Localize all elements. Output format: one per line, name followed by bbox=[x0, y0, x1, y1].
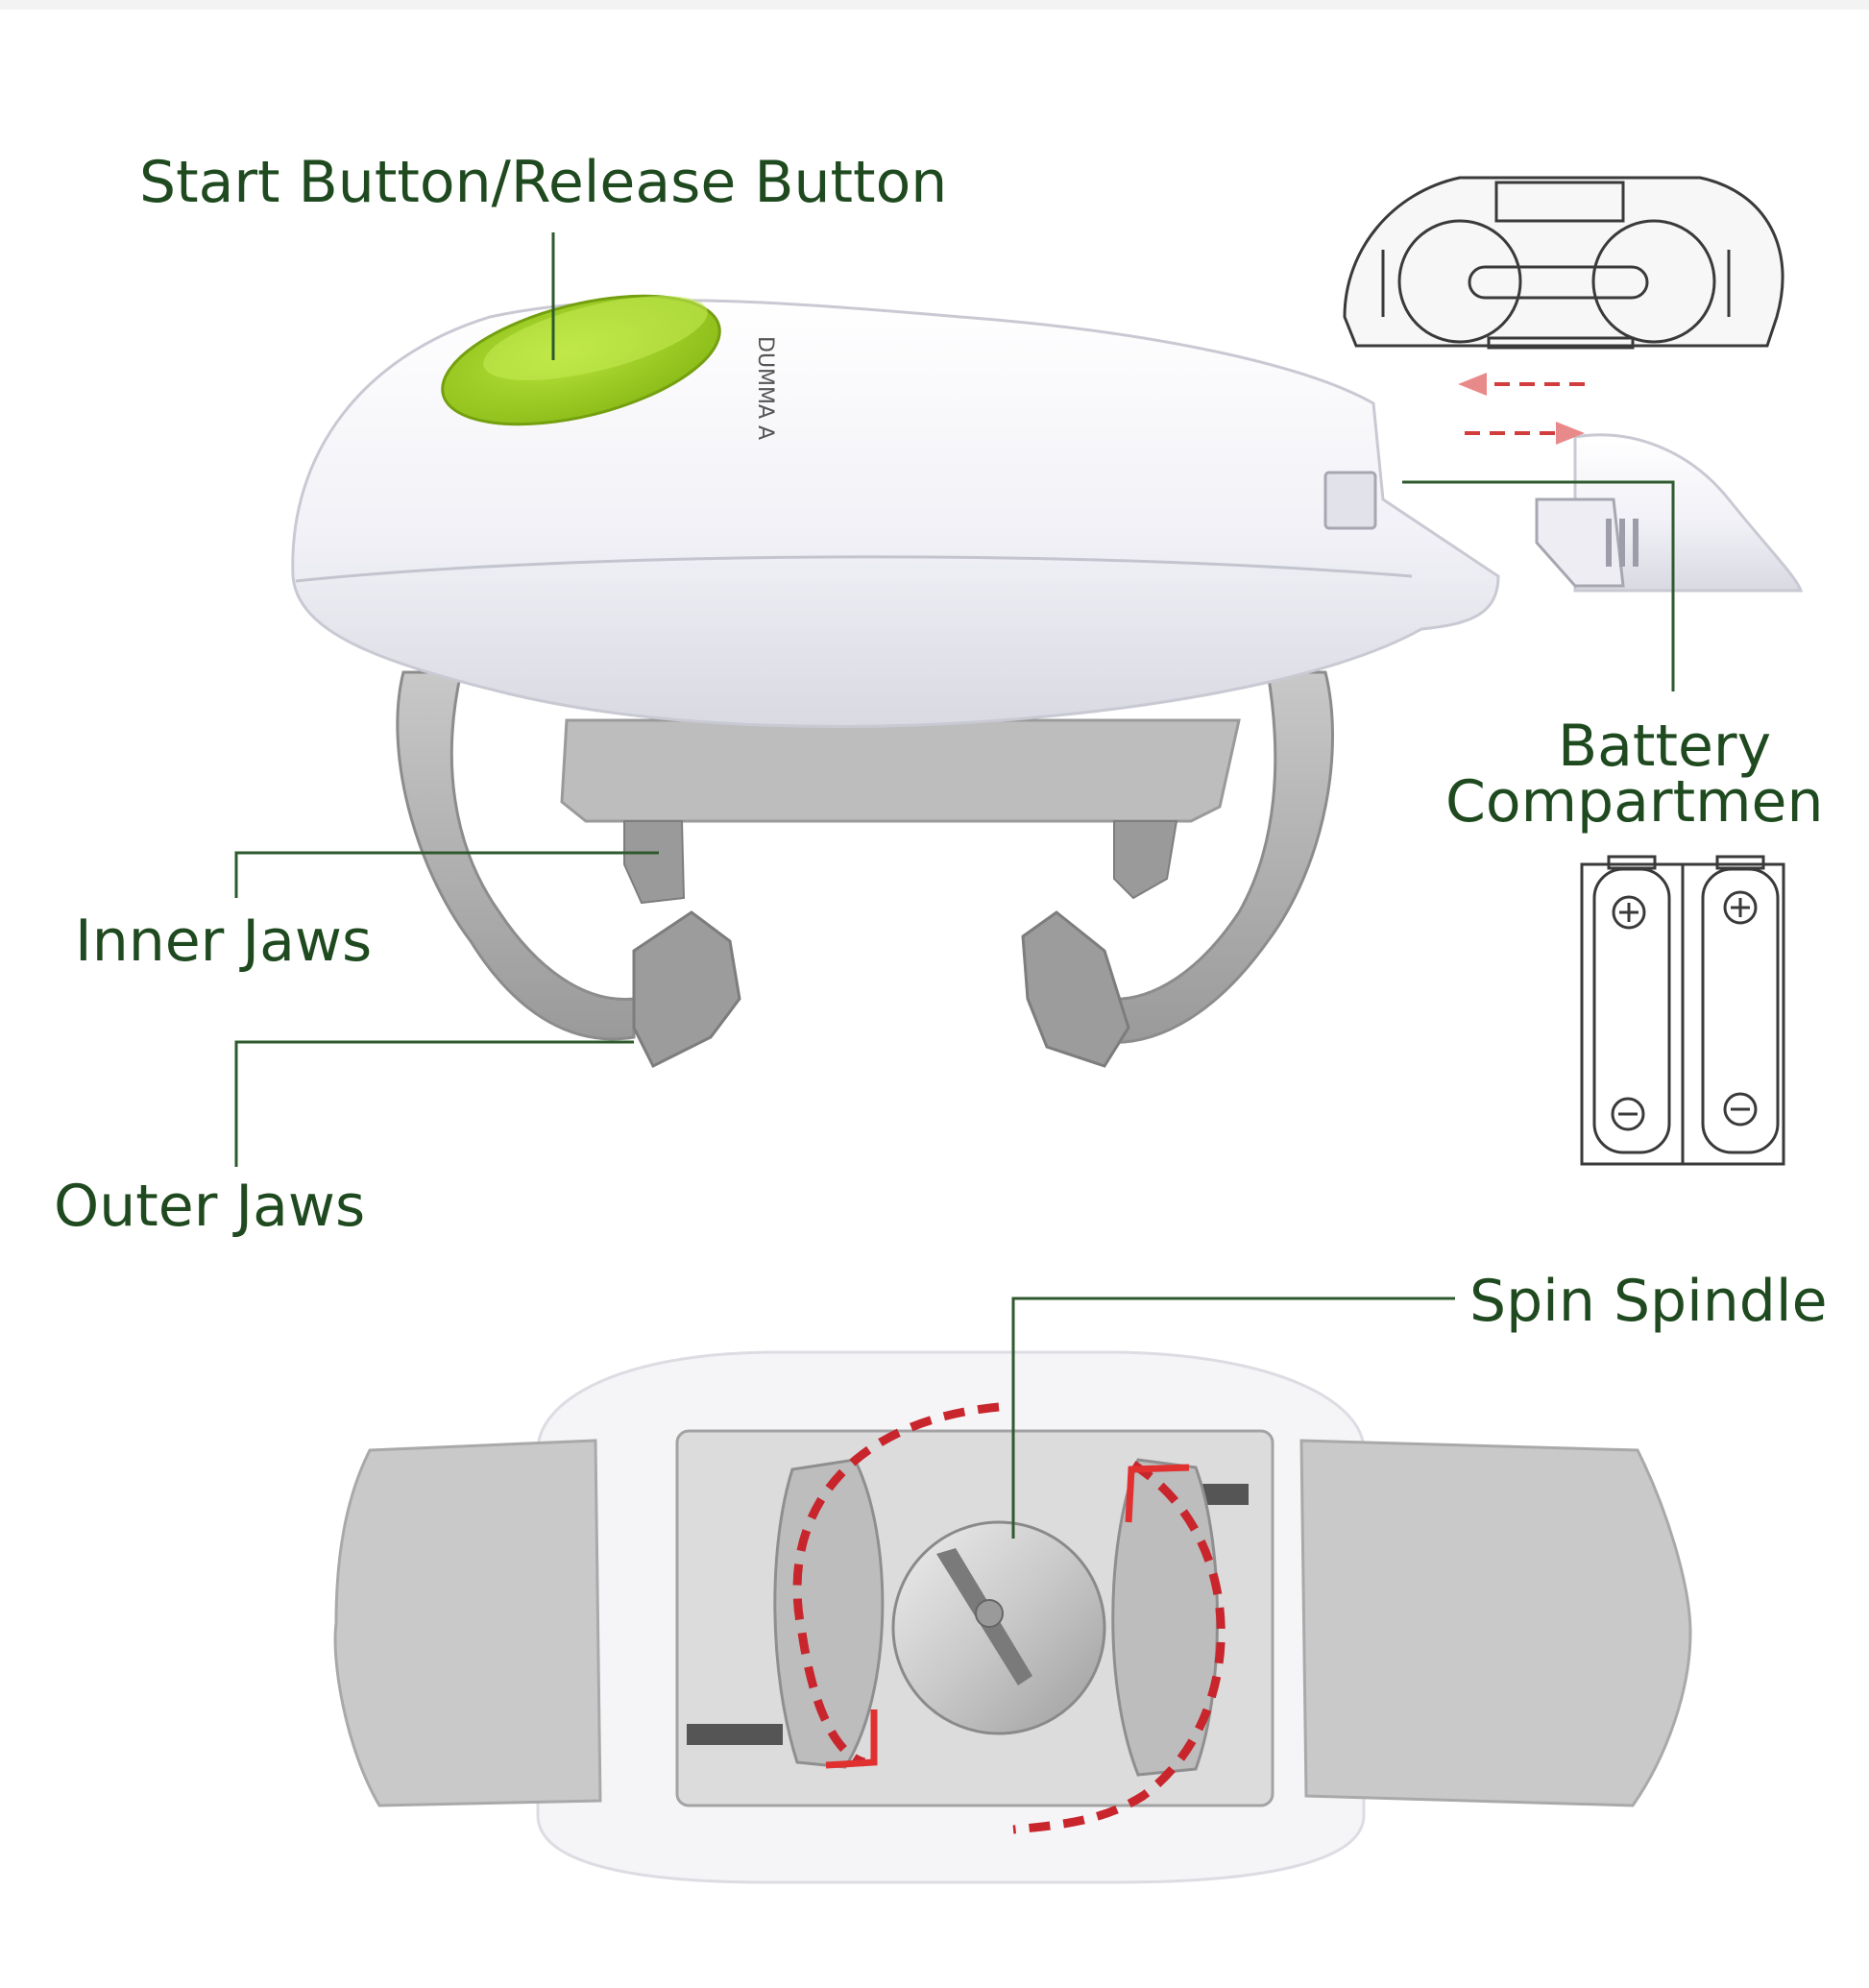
underside-left-grip bbox=[333, 1439, 602, 1807]
arrow-right-head-icon bbox=[1556, 422, 1585, 445]
label-battery-line2: Compartmen bbox=[1445, 768, 1824, 836]
leader-outer-jaws bbox=[234, 1040, 634, 1167]
battery-right-top-cap bbox=[1715, 855, 1765, 870]
left-sliding-jaw bbox=[773, 1458, 885, 1769]
leader-lines bbox=[234, 232, 1675, 1539]
battery-slot bbox=[1323, 471, 1377, 530]
compartment-bottom-bar bbox=[1487, 336, 1635, 350]
left-inner-jaw bbox=[623, 820, 686, 905]
aa-battery-drawing bbox=[1580, 855, 1785, 1166]
compartment-left-cell bbox=[1397, 219, 1522, 344]
top-border bbox=[0, 0, 1869, 10]
battery-cover-rib-2 bbox=[1619, 519, 1625, 567]
rotation-arc-right bbox=[1012, 1461, 1226, 1834]
battery-right-plus-icon bbox=[1723, 890, 1758, 925]
label-outer-jaws: Outer Jaws bbox=[54, 1173, 366, 1240]
right-sliding-jaw bbox=[1111, 1458, 1219, 1777]
battery-left-plus-icon bbox=[1612, 895, 1646, 930]
battery-cover-shell bbox=[1573, 433, 1804, 593]
left-handle-arm bbox=[396, 670, 636, 1041]
battery-cover bbox=[1535, 433, 1804, 593]
base-tray bbox=[560, 718, 1241, 823]
label-spin-spindle: Spin Spindle bbox=[1469, 1268, 1828, 1335]
compartment-outline bbox=[1343, 176, 1784, 348]
compartment-right-cell bbox=[1591, 219, 1716, 344]
label-battery-line1: Battery bbox=[1558, 713, 1772, 780]
label-inner-jaws: Inner Jaws bbox=[75, 908, 373, 975]
jar-opener-side-view bbox=[291, 294, 1500, 1069]
leader-spin-spindle bbox=[1011, 1297, 1455, 1539]
left-outer-jaw bbox=[632, 910, 741, 1069]
compartment-center-slot bbox=[1468, 265, 1649, 300]
right-inner-jaw bbox=[1113, 820, 1178, 900]
underside-right-grip bbox=[1299, 1439, 1692, 1807]
body-seam bbox=[295, 555, 1413, 583]
rotation-arc-left bbox=[792, 1402, 1000, 1767]
battery-cover-rib-3 bbox=[1633, 519, 1638, 567]
battery-left-minus-icon bbox=[1611, 1097, 1645, 1131]
label-start-release-button: Start Button/Release Button bbox=[139, 149, 948, 216]
battery-compartment-drawing bbox=[1343, 176, 1784, 350]
battery-cover-clip bbox=[1535, 497, 1625, 588]
right-outer-jaw bbox=[1021, 910, 1130, 1068]
rotation-corner-bottom bbox=[825, 1709, 878, 1769]
bottom-gear-rack bbox=[687, 1724, 783, 1745]
battery-right-minus-icon bbox=[1723, 1092, 1758, 1127]
rotation-corner-top bbox=[1125, 1464, 1190, 1523]
start-button-highlight bbox=[483, 296, 708, 380]
arrow-left-head-icon bbox=[1458, 373, 1487, 396]
device-brand-text: DUMMA A bbox=[753, 336, 777, 440]
battery-cover-rib-1 bbox=[1606, 519, 1612, 567]
leader-inner-jaws bbox=[234, 851, 659, 898]
leader-battery bbox=[1402, 480, 1675, 691]
spindle-center-pin bbox=[975, 1599, 1004, 1628]
battery-left-top-cap bbox=[1607, 855, 1657, 870]
cover-direction-arrows bbox=[1458, 373, 1585, 445]
jar-opener-underside bbox=[333, 1350, 1692, 1884]
compartment-top-tab bbox=[1494, 181, 1625, 223]
